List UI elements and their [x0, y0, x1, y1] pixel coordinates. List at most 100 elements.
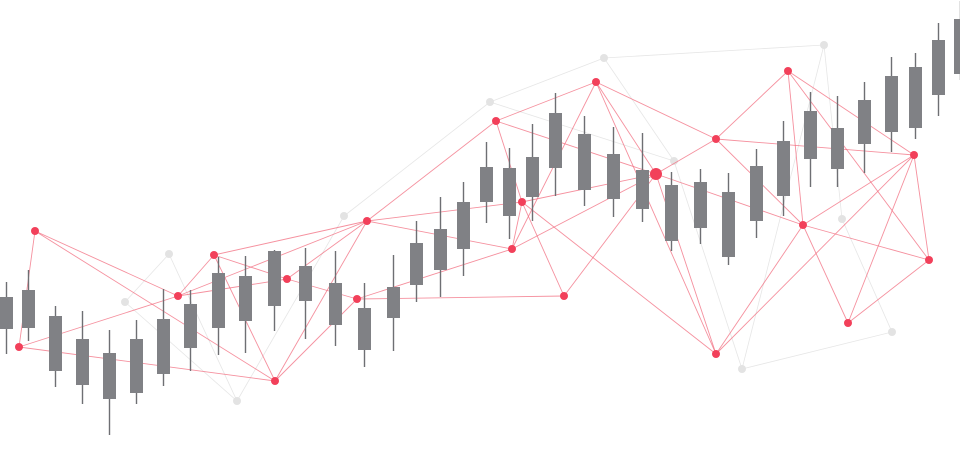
candle-body: [954, 19, 960, 74]
candlestick: [954, 1, 960, 80]
network-edge: [802, 154, 915, 226]
candle-body: [578, 134, 591, 190]
faint-network-edge: [124, 253, 170, 303]
network-node: [271, 377, 279, 385]
candle-body: [410, 243, 423, 285]
candle-body: [804, 111, 817, 159]
candlestick: [239, 256, 252, 353]
candlestick: [549, 93, 562, 196]
network-edge: [787, 70, 804, 226]
network-node: [910, 151, 918, 159]
candle-body: [434, 229, 447, 270]
faint-network-node: [340, 212, 348, 220]
network-node: [844, 319, 852, 327]
network-edge: [595, 81, 717, 355]
faint-network-edge: [603, 44, 825, 59]
faint-network-edge: [343, 101, 491, 217]
candle-body: [130, 339, 143, 393]
candlestick: [410, 221, 423, 302]
candle-body: [480, 167, 493, 202]
candle-body: [831, 128, 844, 169]
candle-body: [239, 276, 252, 321]
faint-network-edge: [603, 57, 675, 162]
network-edge: [521, 201, 717, 355]
candlestick: [804, 92, 817, 187]
candle-body: [694, 182, 707, 228]
candlestick: [831, 96, 844, 187]
network-edge: [511, 173, 657, 250]
faint-network-node: [738, 365, 746, 373]
candle-body: [0, 297, 13, 329]
network-node: [15, 343, 23, 351]
candle-body: [49, 316, 62, 371]
network-node: [492, 117, 500, 125]
candle-layer: [0, 1, 960, 435]
network-node-layer: [15, 67, 933, 385]
candlestick: [480, 142, 493, 223]
candle-body: [636, 170, 649, 209]
faint-network-edge: [489, 57, 605, 103]
faint-node-layer: [121, 41, 896, 405]
candle-body: [329, 283, 342, 325]
network-node: [518, 198, 526, 206]
candlestick: [299, 248, 312, 339]
candlestick: [777, 121, 790, 216]
network-node: [925, 256, 933, 264]
candlestick: [184, 290, 197, 371]
candle-body: [909, 67, 922, 128]
network-edge: [274, 220, 368, 382]
network-node: [174, 292, 182, 300]
faint-network-node: [233, 397, 241, 405]
candlestick: [503, 148, 516, 239]
network-node: [784, 67, 792, 75]
candle-body: [549, 113, 562, 168]
network-edge: [595, 81, 657, 175]
faint-network-node: [670, 157, 678, 165]
candle-body: [268, 251, 281, 306]
candle-body: [607, 154, 620, 199]
faint-network-node: [838, 215, 846, 223]
network-edge: [286, 278, 358, 300]
faint-network-node: [600, 54, 608, 62]
network-edge: [274, 298, 358, 382]
network-edge: [356, 248, 513, 300]
candlestick: [268, 250, 281, 331]
network-edge: [655, 138, 717, 175]
candle-body: [858, 100, 871, 144]
network-edge: [787, 70, 915, 156]
candle-body: [777, 141, 790, 196]
candle-body: [750, 166, 763, 221]
faint-network-node: [888, 328, 896, 336]
faint-network-edge: [124, 301, 238, 402]
network-edge: [787, 70, 930, 261]
candlestick: [103, 330, 116, 435]
candlestick: [607, 127, 620, 217]
candle-body: [299, 266, 312, 301]
network-edge: [366, 120, 497, 222]
network-edge: [802, 224, 930, 261]
faint-network-node: [121, 298, 129, 306]
network-node: [283, 275, 291, 283]
candlestick: [909, 53, 922, 139]
faint-network-edge: [741, 331, 893, 370]
candle-body: [722, 192, 735, 257]
candlestick: [885, 57, 898, 152]
network-edge: [366, 201, 523, 222]
network-node: [353, 295, 361, 303]
network-edge: [847, 154, 915, 324]
network-edge: [18, 295, 179, 348]
candle-body: [665, 185, 678, 241]
candlestick: [636, 133, 649, 222]
candlestick: [526, 124, 539, 221]
network-edge: [495, 120, 657, 175]
candlestick: [665, 172, 678, 251]
faint-network-edge: [673, 160, 743, 370]
candlestick: [130, 320, 143, 404]
candlestick: [212, 257, 225, 355]
faint-network-edge: [168, 253, 238, 402]
network-edge: [18, 230, 36, 348]
faint-network-edge: [236, 215, 345, 402]
candlestick: [387, 255, 400, 351]
